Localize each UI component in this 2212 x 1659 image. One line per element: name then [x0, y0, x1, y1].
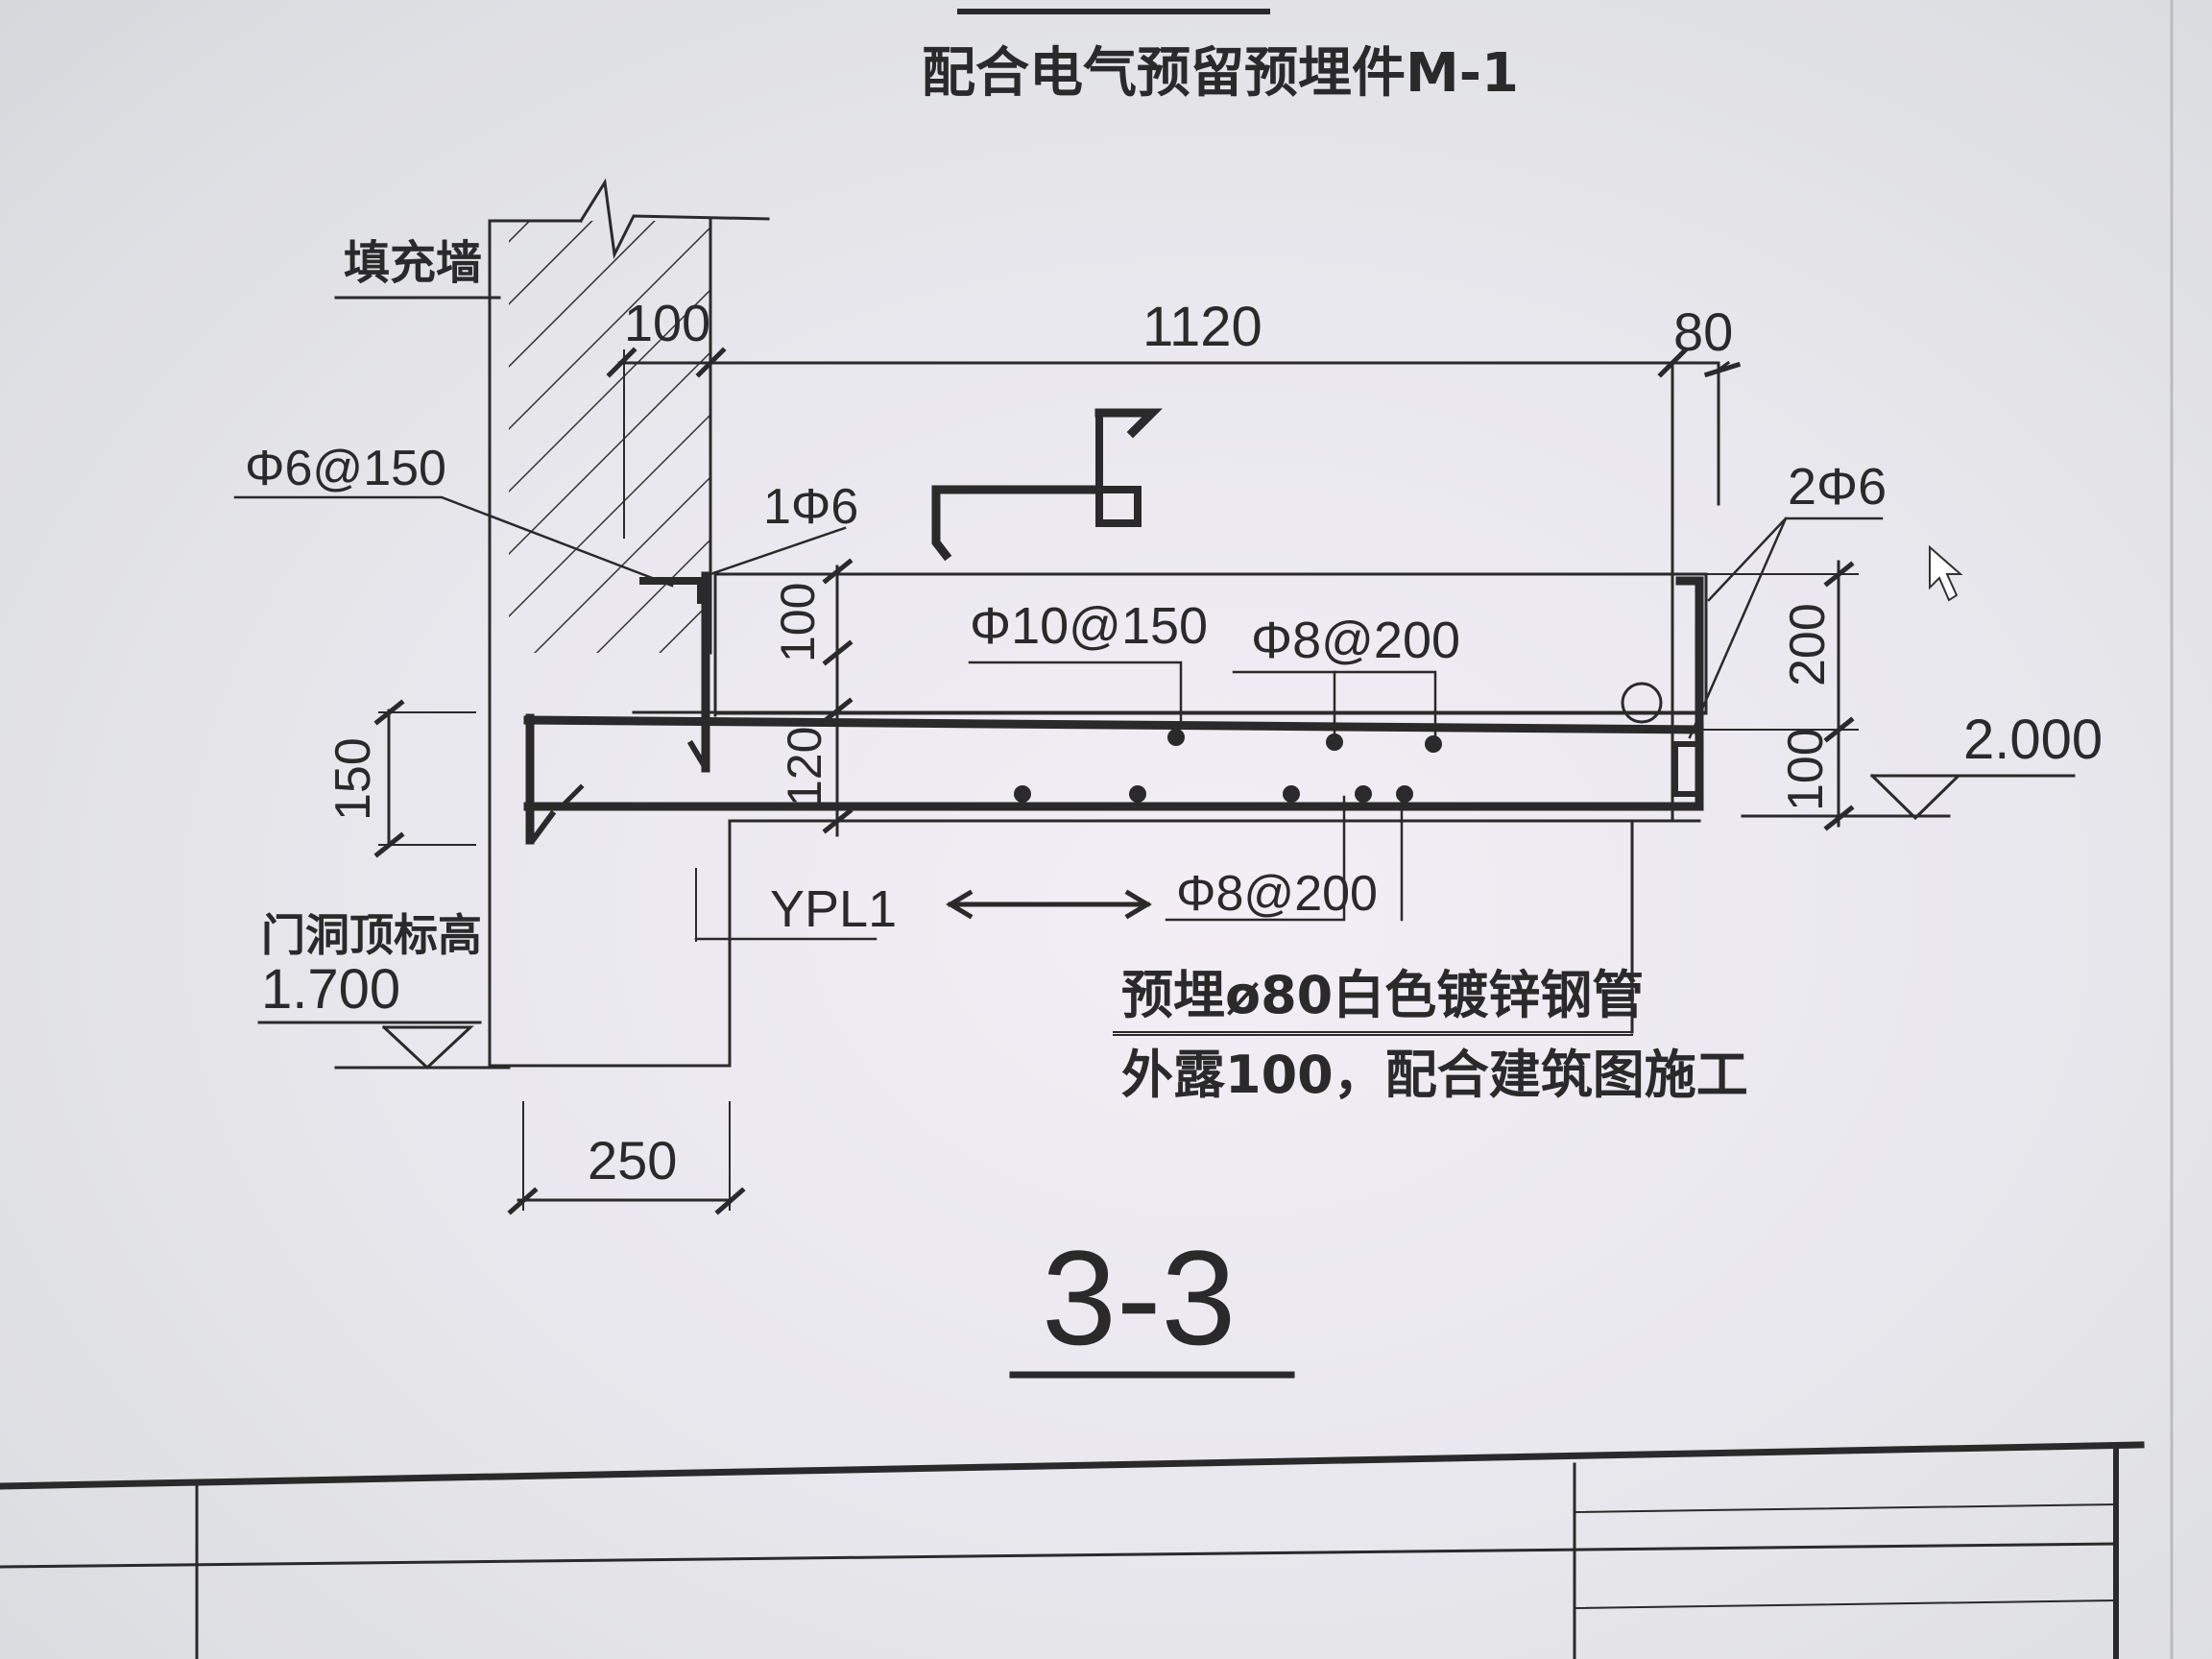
- slab-elevation: 2.000: [1963, 709, 2103, 771]
- rebar-single: 1Φ6: [763, 479, 858, 535]
- wall-label: 填充墙: [344, 236, 482, 290]
- rebar-top-bars: Φ10@150: [970, 597, 1208, 655]
- rebar-stirrup: Φ6@150: [245, 441, 446, 496]
- cursor-icon: [1929, 544, 1963, 602]
- dim-v100-right: 100: [1778, 728, 1834, 811]
- note-line-1: 预埋ø80白色镀锌钢管: [1121, 965, 1644, 1025]
- dim-edge-80: 80: [1673, 301, 1733, 362]
- drawing-title: 配合电气预留预埋件M-1: [922, 42, 1519, 105]
- section-label: 3-3: [1042, 1222, 1236, 1373]
- rebar-dist-top: Φ8@200: [1251, 612, 1460, 669]
- door-top-label: 门洞顶标高: [261, 909, 482, 961]
- dim-wall-100: 100: [624, 295, 710, 352]
- dim-span-1120: 1120: [1142, 296, 1262, 358]
- rebar-edge-bars: 2Φ6: [1788, 458, 1887, 516]
- note-line-2: 外露100，配合建筑图施工: [1121, 1045, 1748, 1105]
- beam-label: YPL1: [770, 880, 897, 938]
- rebar-dist-bottom: Φ8@200: [1176, 866, 1378, 922]
- door-top-elevation: 1.700: [261, 958, 400, 1021]
- dim-v100-left: 100: [771, 583, 825, 662]
- wall-hatch: [509, 221, 710, 653]
- dim-v200: 200: [1780, 603, 1836, 686]
- dim-v150: 150: [325, 737, 381, 821]
- dim-width-250: 250: [588, 1130, 677, 1190]
- dim-v120: 120: [778, 727, 831, 806]
